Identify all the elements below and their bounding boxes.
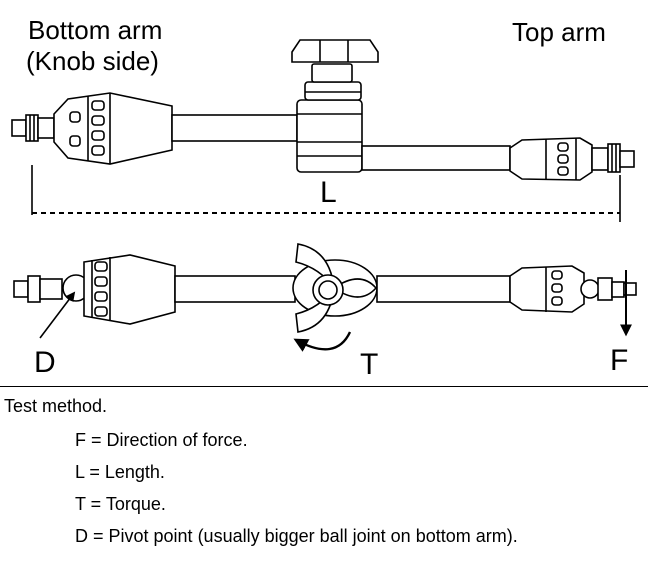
top-arm-ball-joint [580, 279, 600, 299]
legend-item-torque: T = Torque. [75, 494, 166, 514]
right-end-connector [591, 143, 635, 173]
bottom-arm-knob-lower [83, 254, 176, 325]
legend-item-force: F = Direction of force. [75, 430, 248, 450]
pivot-pointer [39, 291, 76, 339]
left-end-connector [11, 114, 55, 142]
divider-line [0, 386, 648, 387]
top-arm-tube [361, 145, 511, 171]
arm-diagram [11, 39, 637, 352]
bottom-view-arm [13, 243, 637, 333]
torque-knob [292, 243, 378, 333]
bottom-arm-tube [171, 114, 298, 142]
length-dimension [31, 165, 621, 222]
top-arm-label: Top arm [512, 17, 606, 47]
torque-label: T [360, 348, 379, 381]
torque-arrow [293, 331, 352, 352]
legend-title: Test method. [4, 396, 108, 416]
force-label: F [610, 344, 629, 377]
center-clamp [291, 39, 379, 173]
bottom-arm-tube-lower [174, 275, 296, 303]
knob-side-label: (Knob side) [26, 46, 159, 76]
bottom-arm-label: Bottom arm [28, 15, 163, 45]
left-end-connector-lower [13, 275, 63, 303]
legend-item-pivot: D = Pivot point (usually bigger ball joi… [75, 526, 518, 546]
top-view-arm [11, 39, 635, 181]
legend-item-length: L = Length. [75, 462, 165, 482]
top-arm-knob-lower [509, 265, 585, 313]
length-label: L [320, 176, 337, 209]
top-arm-knob [509, 137, 593, 181]
pivot-label: D [34, 346, 56, 379]
bottom-arm-knob [53, 92, 173, 165]
right-end-connector-lower [597, 277, 637, 301]
top-arm-tube-lower [376, 275, 511, 303]
